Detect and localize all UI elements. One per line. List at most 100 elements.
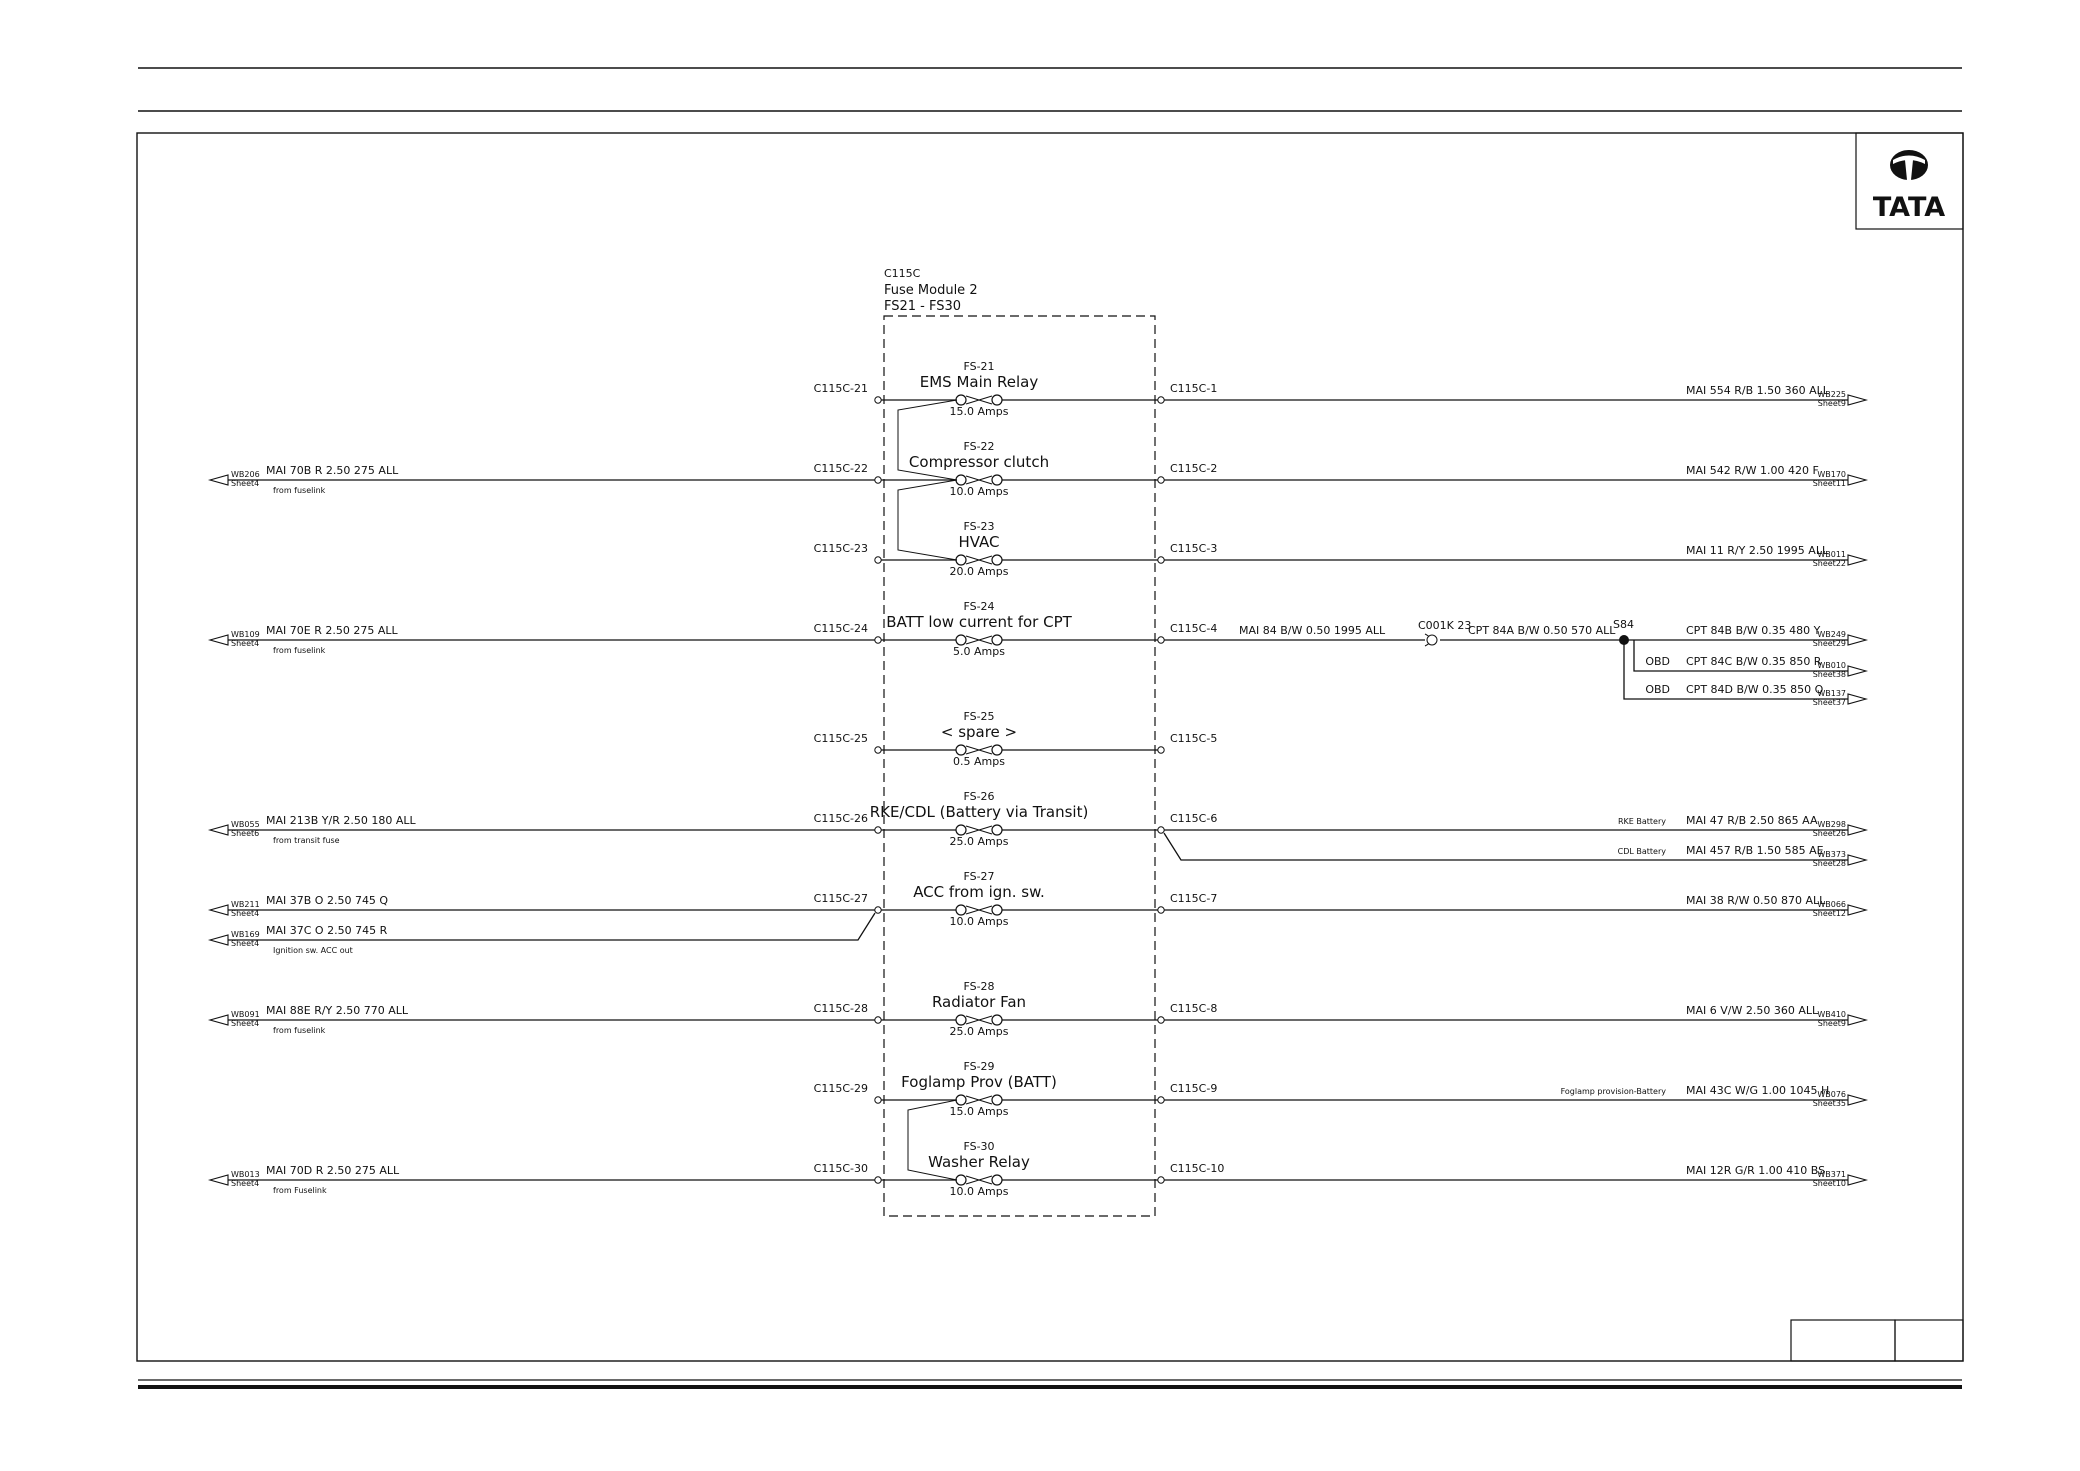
- pin-right: [1157, 636, 1165, 644]
- pin-right-label: C115C-7: [1170, 892, 1217, 905]
- module-id: C115C: [884, 267, 921, 280]
- wire-right-label: MAI 6 V/W 2.50 360 ALL: [1686, 1004, 1819, 1017]
- pin-right: [1157, 1016, 1165, 1024]
- connector-sheet: Sheet11: [1813, 479, 1846, 488]
- connector-arrow-left: [207, 934, 229, 946]
- connector-sheet: Sheet22: [1813, 559, 1846, 568]
- fuse-name: Washer Relay: [928, 1153, 1030, 1171]
- fuse-id: FS-21: [963, 360, 994, 373]
- bus-bridge-fs21-fs22: [897, 399, 958, 481]
- wire-mid-label: MAI 84 B/W 0.50 1995 ALL: [1239, 624, 1386, 637]
- pin-left: [874, 1096, 882, 1104]
- pin-right-label: C115C-5: [1170, 732, 1217, 745]
- wire-left-label: MAI 213B Y/R 2.50 180 ALL: [266, 814, 416, 827]
- pin-right-label: C115C-2: [1170, 462, 1217, 475]
- fuse-id: FS-29: [963, 1060, 994, 1073]
- fuse-id: FS-23: [963, 520, 994, 533]
- pin-left-label: C115C-27: [814, 892, 868, 905]
- fuse-name: Radiator Fan: [932, 993, 1026, 1011]
- inline-connector-pin: [1426, 634, 1438, 646]
- connector-arrow-right: [1847, 693, 1869, 705]
- pin-left-label: C115C-23: [814, 542, 868, 555]
- fuse-id: FS-22: [963, 440, 994, 453]
- connector-sheet: Sheet37: [1813, 698, 1846, 707]
- fuse-id: FS-28: [963, 980, 994, 993]
- wire-right-note: Foglamp provision-Battery: [1561, 1087, 1667, 1096]
- wire-right-2-note: CDL Battery: [1618, 847, 1667, 856]
- connector-arrow-right: [1847, 854, 1869, 866]
- pin-right-label: C115C-3: [1170, 542, 1217, 555]
- wire-right-label: MAI 47 R/B 2.50 865 AA: [1686, 814, 1818, 827]
- pin-left-label: C115C-26: [814, 812, 868, 825]
- wire-right-label: MAI 554 R/B 1.50 360 ALL: [1686, 384, 1830, 397]
- branch-label: OBD: [1645, 655, 1670, 668]
- connector-ref: WB211: [231, 900, 260, 909]
- wire-right-label: MAI 38 R/W 0.50 870 ALL: [1686, 894, 1826, 907]
- title-block-box-2: [1894, 1319, 1964, 1362]
- logo-text: TATA: [1873, 192, 1945, 223]
- connector-ref: WB011: [1817, 550, 1846, 559]
- branch-wire-label: CPT 84C B/W 0.35 850 R: [1686, 655, 1822, 668]
- connector-sheet: Sheet4: [231, 1179, 259, 1188]
- connector-sheet: Sheet9: [1818, 1019, 1846, 1028]
- connector-sheet: Sheet10: [1813, 1179, 1846, 1188]
- pin-left-label: C115C-29: [814, 1082, 868, 1095]
- connector-arrow-right: [1847, 1014, 1869, 1026]
- pin-right-label: C115C-6: [1170, 812, 1217, 825]
- pin-right: [1157, 826, 1165, 834]
- fuse-name: BATT low current for CPT: [886, 613, 1072, 631]
- fuse-name: HVAC: [958, 533, 999, 551]
- fuse-rating: 10.0 Amps: [950, 915, 1009, 928]
- pin-left: [874, 636, 882, 644]
- fuse-id: FS-27: [963, 870, 994, 883]
- connector-arrow-left: [207, 474, 229, 486]
- fuse-element: [965, 475, 993, 485]
- fuse-terminal: [991, 554, 1003, 566]
- connector-ref: WB206: [231, 470, 260, 479]
- connector-sheet: Sheet4: [231, 639, 259, 648]
- module-range: FS21 - FS30: [884, 299, 961, 314]
- tata-logo: TATA: [1855, 132, 1964, 230]
- pin-right: [1157, 476, 1165, 484]
- wire-left-note: from fuselink: [273, 486, 326, 495]
- fuse-terminal: [991, 744, 1003, 756]
- fuse-terminal: [991, 474, 1003, 486]
- wire-left-2-label: MAI 37C O 2.50 745 R: [266, 924, 388, 937]
- wire-left-label: MAI 70B R 2.50 275 ALL: [266, 464, 399, 477]
- connector-ref: WB225: [1817, 390, 1846, 399]
- fuse-rating: 5.0 Amps: [953, 645, 1005, 658]
- branch-wire-label: CPT 84D B/W 0.35 850 Q: [1686, 683, 1824, 696]
- pin-left-label: C115C-25: [814, 732, 868, 745]
- fuse-terminal: [991, 394, 1003, 406]
- connector-sheet: Sheet29: [1813, 639, 1846, 648]
- pin-left: [874, 476, 882, 484]
- fuse-name: Foglamp Prov (BATT): [901, 1073, 1057, 1091]
- fuse-element: [965, 745, 993, 755]
- pin-right: [1157, 396, 1165, 404]
- connector-sheet: Sheet35: [1813, 1099, 1846, 1108]
- connector-sheet: Sheet6: [231, 829, 259, 838]
- fuse-terminal: [991, 1174, 1003, 1186]
- wire-after-connector-label: CPT 84A B/W 0.50 570 ALL: [1468, 624, 1616, 637]
- connector-ref: WB249: [1817, 630, 1846, 639]
- fuse-terminal: [955, 904, 967, 916]
- wire-left-2-note: Ignition sw. ACC out: [273, 946, 353, 955]
- pin-left-label: C115C-24: [814, 622, 868, 635]
- connector-sheet: Sheet28: [1813, 859, 1846, 868]
- connector-arrow-right: [1847, 554, 1869, 566]
- connector-arrow-right: [1847, 394, 1869, 406]
- pin-left: [874, 826, 882, 834]
- connector-ref: WB109: [231, 630, 260, 639]
- connector-arrow-left: [207, 1014, 229, 1026]
- pin-right-label: C115C-10: [1170, 1162, 1224, 1175]
- connector-arrow-left: [207, 634, 229, 646]
- fuse-module-outline: [883, 315, 1156, 1217]
- drawing-frame: [136, 132, 1964, 1362]
- connector-sheet: Sheet26: [1813, 829, 1846, 838]
- connector-sheet: Sheet9: [1818, 399, 1846, 408]
- connector-arrow-right: [1847, 634, 1869, 646]
- inline-connector-label: C001K 23: [1418, 619, 1471, 632]
- fuse-id: FS-26: [963, 790, 994, 803]
